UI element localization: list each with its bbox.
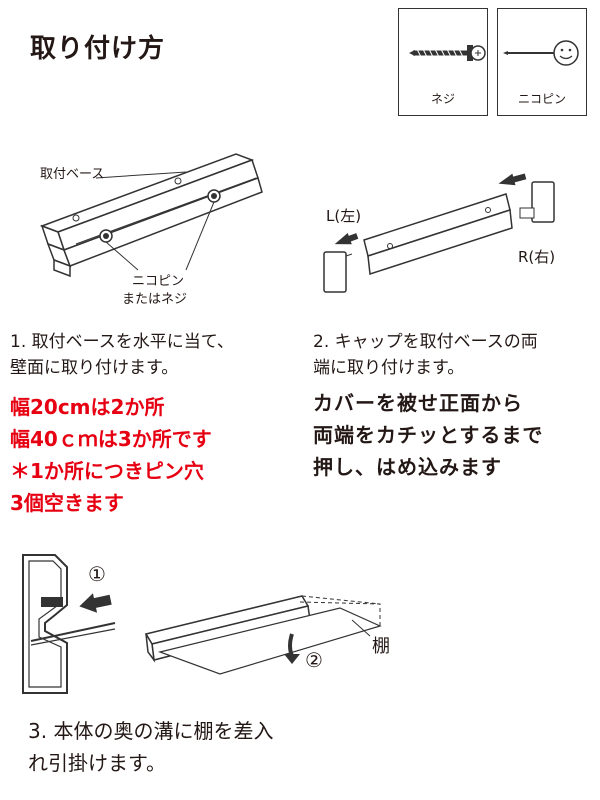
- shelf-label: 棚: [372, 636, 390, 657]
- smiley-pin-icon: [503, 40, 579, 66]
- page-title: 取り付け方: [30, 34, 166, 64]
- pin-icon-box: ニコピン: [497, 8, 587, 116]
- screw-icon: [409, 45, 486, 61]
- pin-or-screw-label-2: またはネジ: [122, 292, 188, 307]
- right-cap-label: R(右): [518, 248, 556, 266]
- left-cap-label: L(左): [326, 207, 362, 225]
- step2-bold-2: 両端をカチッとするまで: [313, 423, 544, 447]
- step1-red-3: ＊1か所につきピン穴: [10, 459, 204, 483]
- step2-bold-3: 押し、はめ込みます: [313, 455, 502, 479]
- pin-or-screw-label-1: ニコピン: [132, 274, 185, 289]
- screw-label: ネジ: [430, 92, 455, 106]
- arrow-insert: [79, 593, 112, 613]
- figure-profile-section: [22, 554, 116, 694]
- marker-1: ①: [88, 562, 106, 586]
- step1-red-1: 幅20cmは2か所: [10, 395, 165, 419]
- step3-line1: 3. 本体の奥の溝に棚を差入: [28, 719, 274, 743]
- rotate-arrow: [284, 633, 300, 664]
- marker-2: ②: [305, 648, 323, 672]
- pin-head-left: [99, 229, 113, 243]
- arrow-left-cap: [334, 232, 359, 245]
- cap-right: [519, 181, 555, 223]
- pin-head-right: [207, 189, 221, 203]
- step1-line2: 壁面に取り付けます。: [10, 358, 179, 378]
- arrow-right-cap: [498, 173, 527, 186]
- step1-red-4: 3個空きます: [10, 491, 124, 515]
- pin-label: ニコピン: [517, 92, 566, 106]
- step2-line2: 端に取り付けます。: [313, 358, 465, 378]
- cap-left: [323, 251, 353, 293]
- step2-line1: 2. キャップを取付ベースの両: [313, 332, 538, 352]
- step2-bold-1: カバーを被せ正面から: [313, 391, 523, 415]
- step1-red-2: 幅40ｃｍは3か所です: [10, 427, 212, 451]
- step3-line2: れ引掛けます。: [28, 751, 166, 775]
- figure-shelf: [144, 595, 382, 675]
- base-label: 取付ベース: [40, 167, 105, 182]
- screw-icon-box: ネジ: [398, 8, 488, 116]
- figure-mounting-base: [39, 153, 263, 278]
- figure-caps: [323, 173, 555, 293]
- step1-line1: 1. 取付ベースを水平に当て、: [10, 332, 234, 352]
